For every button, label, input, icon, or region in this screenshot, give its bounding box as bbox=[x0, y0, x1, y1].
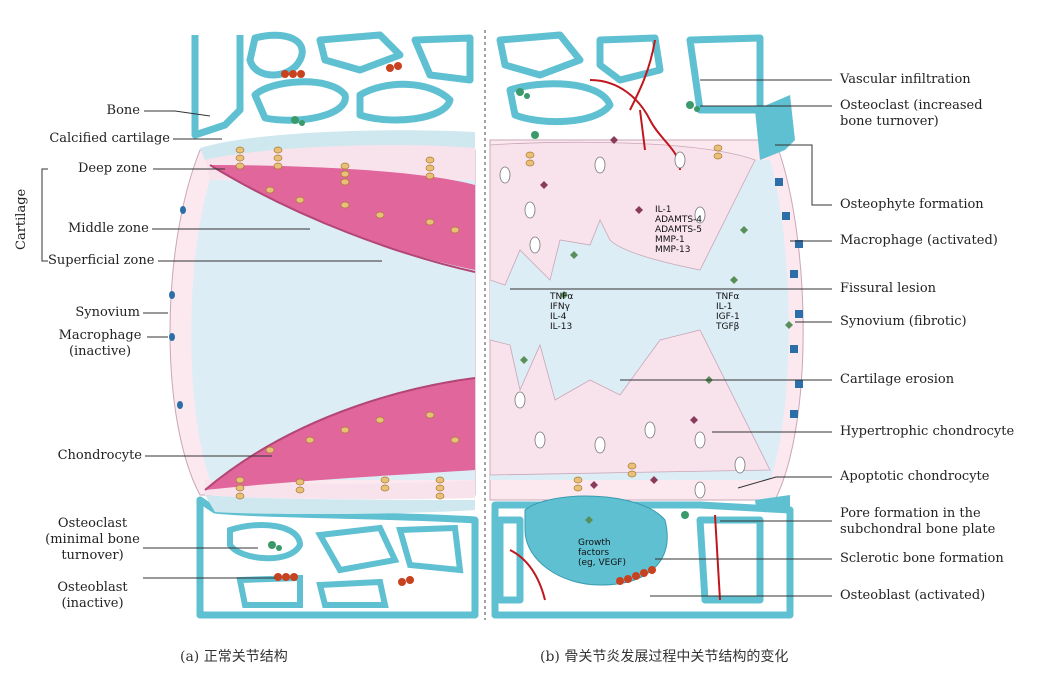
panel-oa-joint bbox=[489, 31, 804, 619]
label-middle-zone: Middle zone bbox=[68, 221, 149, 236]
osteoblasts-inactive bbox=[274, 62, 414, 586]
text-enzymes: IL-1 ADAMTS-4 ADAMTS-5 MMP-1 MMP-13 bbox=[655, 205, 703, 255]
label-cartilage: Cartilage bbox=[14, 188, 29, 250]
osteoclasts-minimal bbox=[268, 116, 305, 551]
superficial-zone-top bbox=[209, 164, 476, 273]
leader-lines bbox=[41, 79, 832, 597]
label-apoptotic-chondrocyte: Apoptotic chondrocyte bbox=[840, 469, 990, 484]
caption-a: (a) 正常关节结构 bbox=[180, 649, 288, 665]
middle-zone-top bbox=[210, 165, 475, 270]
vascular-infiltration bbox=[509, 39, 721, 601]
label-sclerotic-bone-formation: Sclerotic bone formation bbox=[840, 551, 1004, 566]
label-calcified-cartilage: Calcified cartilage bbox=[49, 131, 170, 146]
text-growth-factors: Growth factors (eg, VEGF) bbox=[578, 538, 626, 568]
label-superficial-zone: Superficial zone bbox=[48, 253, 155, 268]
label-cartilage-erosion: Cartilage erosion bbox=[840, 372, 955, 387]
label-macrophage-inactive: Macrophage(inactive) bbox=[58, 328, 142, 359]
macrophages-inactive bbox=[169, 206, 186, 409]
eroded-cartilage-top bbox=[489, 141, 756, 286]
label-osteoblast-inactive: Osteoblast(inactive) bbox=[57, 580, 128, 611]
label-synovium-fibrotic: Synovium (fibrotic) bbox=[840, 314, 967, 329]
label-fissural-lesion: Fissural lesion bbox=[840, 281, 937, 296]
label-chondrocyte: Chondrocyte bbox=[57, 448, 142, 463]
label-macrophage-activated: Macrophage (activated) bbox=[840, 233, 998, 248]
hypertrophic-chondrocytes bbox=[499, 151, 746, 499]
top-bone bbox=[191, 31, 474, 139]
label-deep-zone: Deep zone bbox=[78, 161, 148, 176]
sclerotic-bone bbox=[524, 495, 668, 586]
macrophages-activated bbox=[775, 178, 803, 418]
text-cytokines-right: TNFα IL-1 IGF-1 TGFβ bbox=[716, 292, 740, 332]
label-osteoblast-activated: Osteoblast (activated) bbox=[840, 588, 986, 603]
label-osteophyte-formation: Osteophyte formation bbox=[840, 197, 984, 212]
text-cytokines-left: TNFα IFNγ IL-4 IL-13 bbox=[550, 292, 574, 332]
label-bone: Bone bbox=[106, 103, 140, 118]
label-hypertrophic-chondrocyte: Hypertrophic chondrocyte bbox=[840, 424, 1015, 439]
cytokine-markers bbox=[520, 226, 793, 524]
middle-zone-bottom bbox=[205, 378, 475, 490]
osteoclasts-increased bbox=[516, 88, 700, 519]
panel-normal-joint bbox=[169, 31, 479, 619]
cartilage-deep-bottom bbox=[205, 480, 475, 500]
calcified-cartilage-bottom bbox=[205, 495, 475, 515]
label-synovium: Synovium bbox=[75, 305, 140, 320]
chondrocytes-left bbox=[235, 146, 460, 500]
label-vascular-infiltration: Vascular infiltration bbox=[840, 72, 971, 87]
caption-b: (b) 骨关节炎发展过程中关节结构的变化 bbox=[540, 649, 789, 665]
osteoblasts-activated bbox=[616, 566, 656, 585]
osteophyte bbox=[755, 95, 795, 160]
